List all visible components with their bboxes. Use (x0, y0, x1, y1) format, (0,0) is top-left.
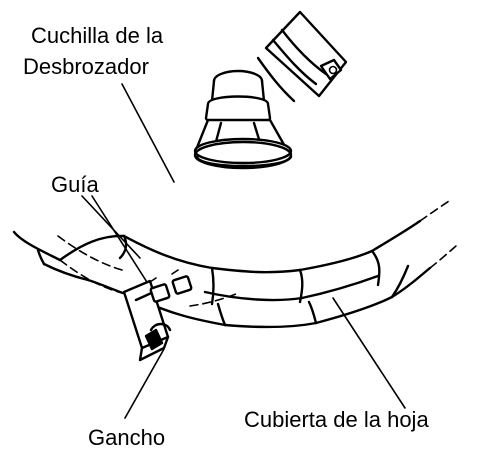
dashed-guides (57, 200, 457, 307)
cover-seg-c-top (210, 266, 302, 274)
cover-inner-mid-2 (223, 321, 318, 329)
guide-leader-line-2 (91, 195, 153, 291)
blade-label-line-2: Desbrozador (23, 54, 149, 79)
cover-divider-5 (118, 234, 128, 260)
cover-divider-4 (390, 264, 410, 299)
cover-middle-rib (203, 290, 304, 302)
shaft-ring-3 (256, 56, 296, 103)
cover-seg-a-top (58, 234, 126, 262)
hook-curl (149, 322, 172, 332)
guide-block-1 (149, 283, 171, 303)
dashed-guide-4 (419, 200, 450, 222)
dashed-guide-1 (59, 259, 123, 294)
hook-plate-bottom (138, 335, 170, 362)
guide-block-1-shade (149, 277, 157, 283)
leader-lines (81, 83, 406, 419)
cover-divider-1 (210, 266, 215, 306)
cover-left-bottom-edge (42, 262, 90, 282)
cover-middle-rib-2 (300, 274, 380, 300)
bolt (319, 58, 343, 81)
cover-left-end (36, 248, 46, 266)
guide-hook-assembly (122, 269, 193, 362)
dashed-guide-3 (189, 293, 237, 307)
dashed-guide-5 (429, 245, 457, 269)
cover-left-top-edge (12, 230, 62, 262)
shaft-ring-1 (280, 28, 328, 76)
bolt-hole (328, 65, 338, 75)
shaft-ring-2 (271, 38, 318, 86)
hook-shade (144, 328, 164, 351)
guide-label: Guía (51, 172, 99, 197)
gearbox-head (193, 10, 348, 170)
dashed-guide-2 (57, 235, 123, 271)
cover-right-top (370, 219, 422, 253)
guide-block-2-shade (171, 269, 179, 275)
cover-label: Cubierta de la hoja (244, 407, 429, 432)
blade-cover (12, 219, 432, 329)
blade-label-line-1: Cuchilla de la (31, 23, 164, 48)
cover-lower-divider-1 (216, 302, 227, 327)
cover-divider-2 (298, 268, 304, 304)
guide-block-2 (171, 275, 193, 295)
cover-divider-3 (370, 249, 381, 287)
hook-leader-line (124, 348, 165, 419)
cover-seg-b-top (122, 234, 214, 270)
cover-leader-line (332, 297, 406, 409)
base-ring-lower (193, 140, 293, 170)
base-ring-bottom (195, 155, 293, 168)
base-ring (193, 137, 293, 165)
cover-inner-right-2 (390, 266, 432, 299)
cover-seg-d-top (298, 249, 374, 272)
blade-leader-line (121, 83, 175, 183)
cover-lower-divider-2 (307, 300, 318, 325)
cover-inner-right (314, 295, 394, 325)
hook-label: Gancho (88, 425, 166, 450)
